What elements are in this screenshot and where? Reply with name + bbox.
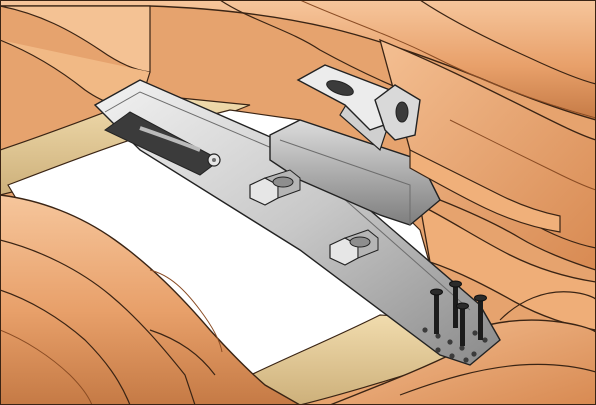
wood-screw-icon	[474, 294, 487, 340]
upper-tile-row	[0, 0, 596, 121]
plate-holes	[422, 327, 488, 363]
wood-screw-icon	[430, 288, 443, 334]
lower-left-tile-row	[0, 194, 302, 405]
hex-bolt-icon	[329, 229, 379, 266]
wood-screw-icon	[449, 280, 462, 328]
hex-bolt-icon	[249, 169, 301, 206]
roof-hook-bracket-icon	[93, 64, 501, 366]
overlapping-tile-edge	[409, 149, 561, 233]
wood-screw-icon	[456, 302, 469, 346]
